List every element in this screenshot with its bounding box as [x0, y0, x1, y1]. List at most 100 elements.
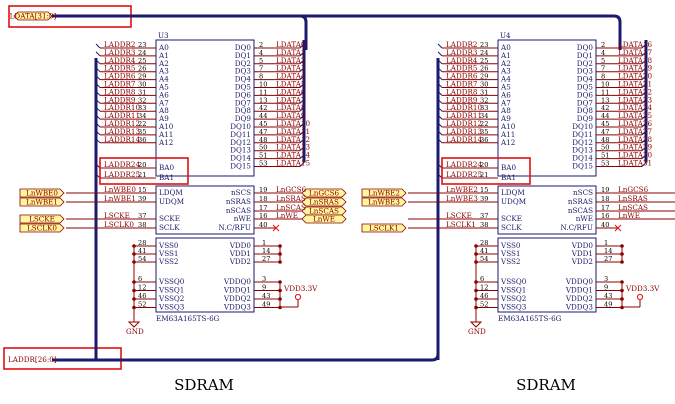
data-pin-num: 11	[601, 88, 609, 96]
data-pin-name: DQ14	[230, 154, 251, 163]
addr-net-label: LADDR14	[446, 135, 482, 144]
addr-net-label: LADDR6	[104, 72, 136, 81]
data-net-label: LDATA19	[618, 64, 652, 73]
bank-addr-highlight	[99, 157, 189, 185]
data-pin-name: DQ9	[577, 114, 594, 123]
data-net-label: LDATA17	[618, 48, 652, 57]
ctl-right-net: LnWE	[276, 211, 298, 220]
data-pin-num: 45	[601, 120, 609, 128]
ctl-left-port-label: LSCLK1	[369, 224, 399, 233]
ctl-left-net: LSCLK1	[446, 220, 476, 229]
ba-net-label: LADDR24	[446, 160, 482, 169]
vssq-pin: VSSQ0	[500, 277, 527, 286]
ctl-left-num: 15	[138, 186, 146, 194]
vssq-num: 46	[138, 292, 146, 300]
ctl-right-pin: N.C/RFU	[561, 223, 594, 232]
addr-pin-name: A10	[500, 122, 516, 131]
addr-net-label: LADDR7	[104, 80, 136, 89]
ctl-right-port-label: LnSRAS	[309, 198, 339, 207]
data-pin-name: DQ4	[577, 75, 594, 84]
data-pin-num: 2	[601, 41, 605, 49]
addr-pin-num: 25	[480, 57, 488, 65]
addr-net-label: LADDR12	[446, 119, 482, 128]
chip-caption: SDRAM	[174, 376, 234, 394]
data-net-label: LDATA9	[276, 111, 306, 120]
addr-net-label: LADDR2	[446, 40, 477, 49]
addr-net-label: LADDR3	[446, 48, 478, 57]
ctl-right-pin: nSCAS	[568, 206, 593, 215]
ba-net-label: LADDR25	[446, 170, 482, 179]
ba-pin-name: BA1	[501, 173, 516, 182]
addr-pin-num: 24	[138, 49, 146, 57]
data-pin-name: DQ8	[235, 106, 252, 115]
addr-pin-num: 26	[138, 65, 146, 73]
vddq-pin: VDDQ1	[223, 286, 251, 295]
ctl-left-port-label: LnWBE3	[368, 198, 400, 207]
addr-net-label: LADDR4	[104, 56, 136, 65]
data-pin-name: DQ3	[577, 67, 594, 76]
vss-pin: VSS0	[500, 241, 521, 250]
ctl-right-port	[301, 197, 347, 207]
data-net-label: LDATA21	[618, 80, 652, 89]
data-pin-name: DQ1	[577, 51, 593, 60]
addr-pin-name: A7	[500, 98, 511, 107]
data-pin-name: DQ11	[572, 130, 593, 139]
ctl-left-pin: LDQM	[501, 188, 525, 197]
data-pin-name: DQ3	[235, 67, 252, 76]
vdd-symbol	[294, 293, 302, 301]
vddq-num: 49	[262, 301, 270, 309]
vddq-pin: VDDQ2	[565, 294, 593, 303]
addr-pin-name: A3	[500, 67, 511, 76]
data-pin-name: DQ7	[577, 98, 594, 107]
bus-entry	[437, 51, 443, 57]
vssq-pin: VSSQ2	[158, 294, 184, 303]
vssq-num: 6	[480, 275, 484, 283]
ctl-left-pin: SCKE	[159, 214, 180, 223]
bus-entry	[437, 43, 443, 49]
data-pin-num: 48	[259, 136, 267, 144]
ctl-left-num: 37	[480, 212, 488, 220]
data-pin-num: 53	[601, 160, 609, 168]
addr-net-label: LADDR10	[104, 103, 140, 112]
ctl-right-port	[301, 188, 347, 198]
data-net-label: LDATA26	[618, 119, 652, 128]
data-pin-name: DQ1	[235, 51, 251, 60]
data-pin-name: DQ2	[235, 59, 251, 68]
chip-body-upper	[155, 39, 255, 177]
gnd-symbol	[127, 321, 141, 328]
ctl-left-port	[19, 197, 65, 207]
ctl-left-net: LnWBE2	[446, 185, 478, 194]
ctl-right-pin: nSCAS	[226, 206, 251, 215]
data-pin-num: 47	[259, 128, 267, 136]
ctl-right-num: 17	[601, 204, 609, 212]
addr-pin-num: 33	[480, 104, 488, 112]
ctl-left-num: 15	[480, 186, 488, 194]
vddq-num: 3	[262, 275, 266, 283]
vssq-pin: VSSQ2	[500, 294, 526, 303]
data-pin-name: DQ12	[572, 138, 593, 147]
addr-pin-num: 32	[138, 96, 146, 104]
vdd-pin: VDD0	[571, 241, 594, 250]
data-net-label: LDATA12	[276, 135, 310, 144]
vss-num: 41	[480, 247, 488, 255]
data-pin-num: 42	[259, 104, 267, 112]
ctl-left-pin: LDQM	[159, 188, 183, 197]
ctl-left-port	[19, 188, 65, 198]
ctl-left-pin: SCKE	[501, 214, 522, 223]
vss-pin: VSS2	[500, 257, 521, 266]
data-pin-num: 45	[259, 120, 267, 128]
addr-pin-num: 24	[480, 49, 488, 57]
data-pin-name: DQ5	[235, 83, 252, 92]
data-pin-name: DQ0	[235, 43, 252, 52]
addr-net-label: LADDR7	[446, 80, 478, 89]
data-bus-port	[13, 11, 53, 21]
data-pin-num: 5	[259, 57, 263, 65]
data-net-label: LDATA15	[276, 159, 310, 168]
ctl-left-port	[361, 223, 407, 233]
addr-net-label: LADDR10	[446, 103, 482, 112]
addr-pin-num: 33	[138, 104, 146, 112]
ctl-right-net: LnSCAS	[276, 203, 306, 212]
ctl-right-num: 17	[259, 204, 267, 212]
ctl-left-port-label: LnWBE2	[368, 189, 400, 198]
